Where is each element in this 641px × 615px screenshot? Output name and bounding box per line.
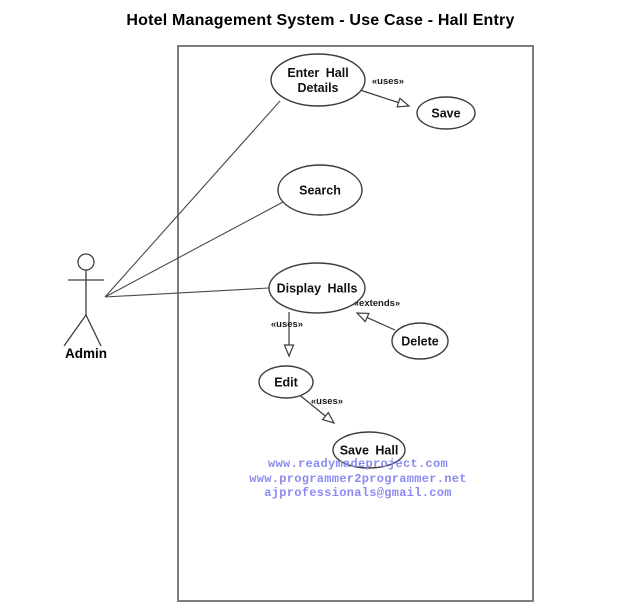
usecase-edit xyxy=(258,365,314,399)
usecase-save-hall xyxy=(332,431,406,469)
arrow-label-uses-display-halls-to-edit: «uses» xyxy=(271,319,303,330)
usecase-label-save-hall: Save Hall xyxy=(340,444,399,458)
arrow-uses-edit-to-save-hall xyxy=(296,392,336,424)
usecase-label-display-halls: Display Halls xyxy=(277,282,358,296)
arrow-label-uses-enter-details-to-save: «uses» xyxy=(372,76,404,87)
usecase-label-edit: Edit xyxy=(274,376,298,390)
watermark-line-2: www.programmer2programmer.net xyxy=(249,472,467,486)
actor-left-leg xyxy=(63,314,87,347)
usecase-label-enter-hall-details: Details xyxy=(298,81,339,95)
system-boundary xyxy=(177,45,534,602)
usecase-label-delete: Delete xyxy=(401,335,439,349)
page-title: Hotel Management System - Use Case - Hal… xyxy=(126,12,515,29)
usecase-label-enter-hall-details: Enter Hall xyxy=(287,66,348,80)
actor-label: Admin xyxy=(65,346,107,361)
usecase-display-halls xyxy=(268,262,366,314)
arrow-uses-enter-details-to-save xyxy=(359,89,411,108)
association-admin-to-search xyxy=(104,201,284,298)
usecase-save xyxy=(416,96,476,130)
actor-admin xyxy=(63,253,104,347)
arrow-extends-delete-to-display-halls xyxy=(355,312,396,331)
association-admin-to-enter-hall-details xyxy=(104,100,281,298)
actor-right-leg xyxy=(85,314,102,347)
watermark-line-3: ajprofessionals@gmail.com xyxy=(264,486,452,500)
watermark-line-1: www.readymadeproject.com xyxy=(268,457,448,471)
usecase-enter-hall-details xyxy=(270,53,366,107)
association-admin-to-display-halls xyxy=(104,287,270,298)
arrow-label-uses-edit-to-save-hall: «uses» xyxy=(311,396,343,407)
usecase-search xyxy=(277,164,363,216)
usecase-delete xyxy=(391,322,449,360)
usecase-label-search: Search xyxy=(299,184,341,198)
arrow-label-extends-delete-to-display-halls: «extends» xyxy=(354,298,400,309)
usecase-label-save: Save xyxy=(431,107,460,121)
actor-head xyxy=(77,253,95,271)
